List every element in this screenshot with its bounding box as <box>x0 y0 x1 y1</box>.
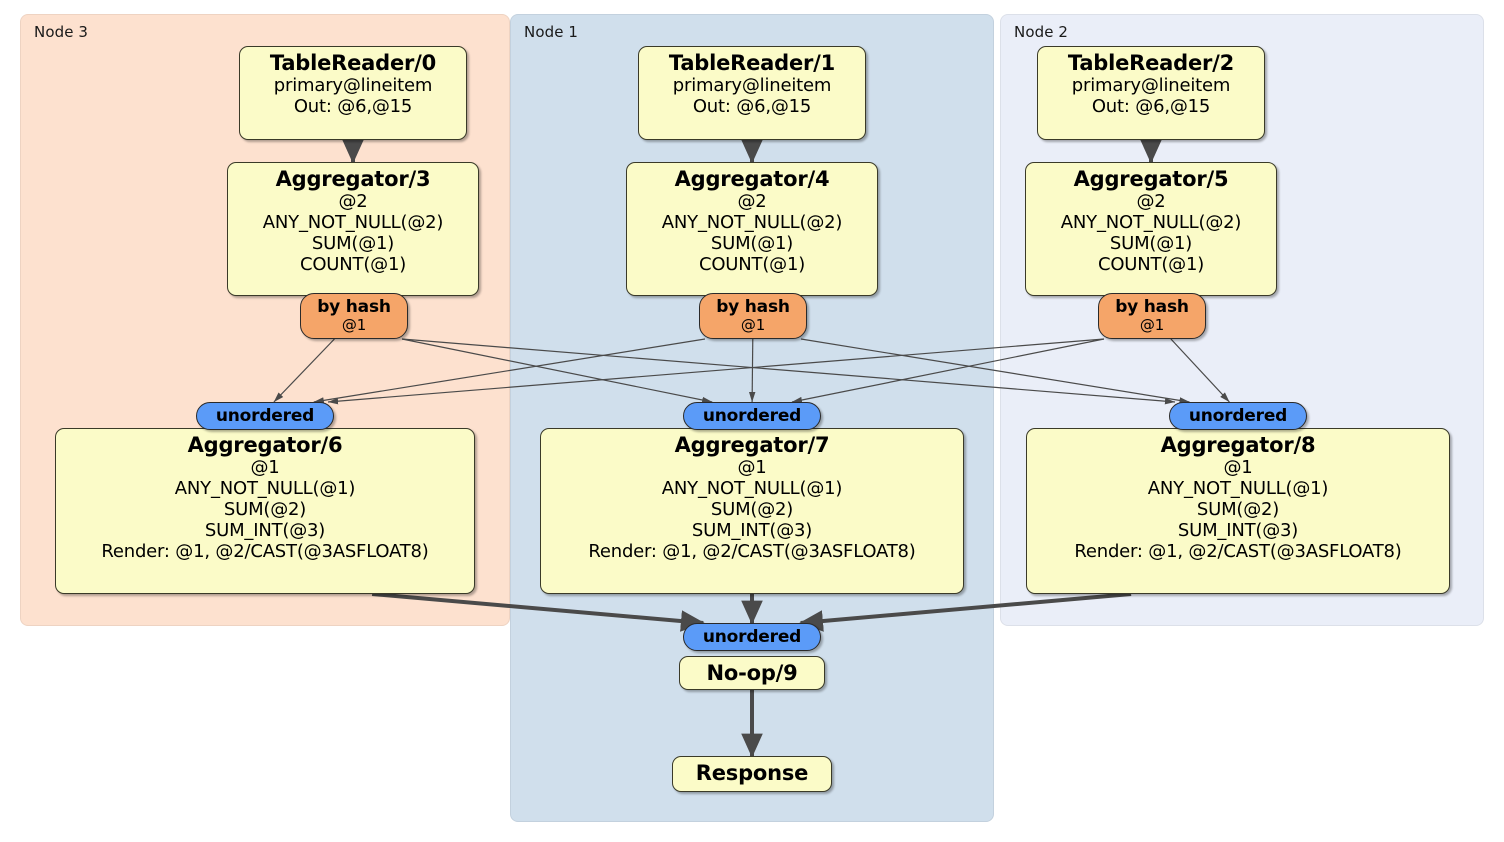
processor-detail-line: SUM_INT(@3) <box>691 519 813 541</box>
cluster-label-node3: Node 3 <box>34 23 89 41</box>
router-sublabel: @1 <box>1139 316 1165 335</box>
processor-detail-line: SUM(@2) <box>710 499 794 521</box>
cluster-label-node2: Node 2 <box>1014 23 1069 41</box>
stream-label: unordered <box>702 626 802 647</box>
processor-detail-line: @2 <box>338 191 368 213</box>
processor-detail-line: SUM(@2) <box>223 499 307 521</box>
router-label: by hash <box>317 297 391 318</box>
router-badge-byhash5[interactable]: by hash@1 <box>1098 293 1206 339</box>
processor-title: Aggregator/8 <box>1160 433 1316 457</box>
processor-detail-line: Render: @1, @2/CAST(@3ASFLOAT8) <box>588 540 916 562</box>
processor-detail-line: @2 <box>1136 191 1166 213</box>
stream-badge-unordered-final[interactable]: unordered <box>683 623 821 651</box>
processor-detail-line: COUNT(@1) <box>1097 253 1205 275</box>
processor-detail-line: @2 <box>737 191 767 213</box>
router-badge-byhash4[interactable]: by hash@1 <box>699 293 807 339</box>
processor-title: Response <box>695 761 809 785</box>
processor-detail-line: ANY_NOT_NULL(@2) <box>661 212 843 234</box>
stream-badge-unordered-center[interactable]: unordered <box>683 402 821 430</box>
processor-detail-line: ANY_NOT_NULL(@1) <box>1147 478 1329 500</box>
processor-title: TableReader/1 <box>668 51 836 75</box>
router-label: by hash <box>716 297 790 318</box>
stream-badge-unordered-right[interactable]: unordered <box>1169 402 1307 430</box>
processor-detail-line: primary@lineitem <box>273 75 433 97</box>
processor-detail-line: Render: @1, @2/CAST(@3ASFLOAT8) <box>1074 540 1402 562</box>
processor-detail-line: ANY_NOT_NULL(@1) <box>174 478 356 500</box>
stream-label: unordered <box>702 405 802 426</box>
router-label: by hash <box>1115 297 1189 318</box>
processor-title: Aggregator/7 <box>674 433 830 457</box>
router-sublabel: @1 <box>740 316 766 335</box>
processor-detail-line: Render: @1, @2/CAST(@3ASFLOAT8) <box>101 540 429 562</box>
router-badge-byhash3[interactable]: by hash@1 <box>300 293 408 339</box>
processor-detail-line: SUM_INT(@3) <box>1177 519 1299 541</box>
cluster-label-node1: Node 1 <box>524 23 579 41</box>
processor-title: Aggregator/6 <box>187 433 343 457</box>
processor-detail-line: primary@lineitem <box>672 75 832 97</box>
processor-title: No-op/9 <box>706 661 798 685</box>
processor-detail-line: primary@lineitem <box>1071 75 1231 97</box>
processor-title: Aggregator/4 <box>674 167 830 191</box>
processor-title: Aggregator/5 <box>1073 167 1229 191</box>
processor-title: TableReader/2 <box>1067 51 1235 75</box>
processor-detail-line: SUM(@1) <box>1109 233 1193 255</box>
processor-detail-line: ANY_NOT_NULL(@2) <box>262 212 444 234</box>
processor-detail-line: @1 <box>250 457 280 479</box>
router-sublabel: @1 <box>341 316 367 335</box>
processor-box-response[interactable]: Response <box>672 756 832 792</box>
processor-detail-line: COUNT(@1) <box>299 253 407 275</box>
stream-label: unordered <box>1188 405 1288 426</box>
processor-detail-line: SUM(@1) <box>311 233 395 255</box>
processor-detail-line: ANY_NOT_NULL(@1) <box>661 478 843 500</box>
processor-detail-line: Out: @6,@15 <box>293 96 413 118</box>
processor-title: Aggregator/3 <box>275 167 431 191</box>
stream-badge-unordered-left[interactable]: unordered <box>196 402 334 430</box>
stream-label: unordered <box>215 405 315 426</box>
processor-detail-line: SUM_INT(@3) <box>204 519 326 541</box>
processor-detail-line: SUM(@2) <box>1196 499 1280 521</box>
processor-title: TableReader/0 <box>269 51 437 75</box>
processor-box-noop9[interactable]: No-op/9 <box>679 656 825 690</box>
processor-detail-line: ANY_NOT_NULL(@2) <box>1060 212 1242 234</box>
processor-detail-line: Out: @6,@15 <box>1091 96 1211 118</box>
processor-detail-line: COUNT(@1) <box>698 253 806 275</box>
processor-detail-line: Out: @6,@15 <box>692 96 812 118</box>
processor-detail-line: @1 <box>737 457 767 479</box>
processor-detail-line: SUM(@1) <box>710 233 794 255</box>
processor-detail-line: @1 <box>1223 457 1253 479</box>
